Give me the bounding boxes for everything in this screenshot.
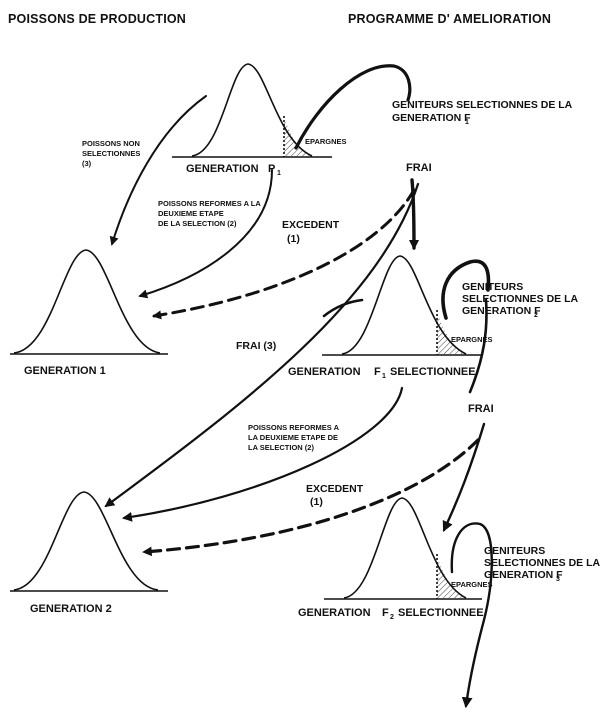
curve-generation-f2 [324,497,482,600]
reformes-f1-label: POISSONS REFORMES A LA DEUXIEME ETAPE DE… [248,423,340,452]
arrow-geniteurs-f3 [450,522,493,709]
geniteurs-f3-label: GENITEURS SELECTIONNES DE LA GENERATION … [484,545,600,583]
hatched-tail-f2 [437,556,466,598]
geniteurs-f1-label: GENITEURS SELECTIONNES DE LA GENERATION … [392,99,573,126]
arrow-frai-3 [104,182,420,508]
svg-text:GENERATION: GENERATION [186,163,259,175]
arrow-reformes-p1 [138,169,273,299]
svg-text:GENITEURS: GENITEURS [462,281,523,293]
generation-f1-label: GENERATION F 1 SELECTIONNEE [288,366,476,380]
svg-text:F: F [382,607,389,619]
frai-label-top: FRAI [406,162,432,174]
arrow-reformes-f1 [122,386,404,522]
svg-text:LA DEUXIEME ETAPE DE: LA DEUXIEME ETAPE DE [248,433,338,442]
svg-text:EXCEDENT: EXCEDENT [282,219,340,231]
arrow-f2-to-frai [468,298,488,394]
generation-1-label: GENERATION 1 [24,365,106,377]
svg-text:F: F [374,366,381,378]
svg-text:GENERATION: GENERATION [288,366,361,378]
svg-text:GENERATION F: GENERATION F [484,569,563,581]
generation-p1-label: GENERATION P 1 [186,163,281,177]
curve-generation-1 [10,249,168,355]
svg-text:LA SELECTION (2): LA SELECTION (2) [248,443,314,452]
frai-3-label: FRAI (3) [236,340,276,352]
epargnes-label-p1: EPARGNES [305,137,347,146]
geniteurs-f2-label: GENITEURS SELECTIONNES DE LA GENERATION … [462,281,579,319]
arrow-frai-to-f1 [408,178,420,251]
header-production: POISSONS DE PRODUCTION [8,12,186,26]
svg-text:(1): (1) [310,496,323,508]
svg-text:GENERATION: GENERATION [298,607,371,619]
svg-text:1: 1 [382,373,386,380]
svg-text:GENERATION F: GENERATION F [392,112,471,124]
generation-f2-label: GENERATION F 2 SELECTIONNEE [298,607,484,621]
excedent-label-2: EXCEDENT (1) [306,483,364,508]
svg-text:POISSONS NON: POISSONS NON [82,139,140,148]
svg-text:EXCEDENT: EXCEDENT [306,483,364,495]
svg-text:2: 2 [390,614,394,621]
svg-text:1: 1 [277,170,281,177]
frai-label-middle: FRAI [468,403,494,415]
epargnes-label-f2: EPARGNES [451,580,493,589]
excedent-label-1: EXCEDENT (1) [282,219,340,245]
svg-text:SELECTIONNES DE LA: SELECTIONNES DE LA [462,293,579,305]
svg-text:DE LA SELECTION (2): DE LA SELECTION (2) [158,219,237,228]
curve-generation-2 [10,491,168,592]
svg-text:SELECTIONNES DE LA: SELECTIONNES DE LA [484,557,600,569]
header-amelioration: PROGRAMME D' AMELIORATION [348,12,551,26]
curve-generation-f1 [322,255,482,356]
generation-2-label: GENERATION 2 [30,603,112,615]
arrow-geniteurs-f1 [294,64,412,150]
svg-text:GENITEURS SELECTIONNES DE LA: GENITEURS SELECTIONNES DE LA [392,99,573,111]
svg-text:POISSONS REFORMES A LA: POISSONS REFORMES A LA [158,199,261,208]
svg-text:SELECTIONNES: SELECTIONNES [82,149,140,158]
svg-text:DEUXIEME ETAPE: DEUXIEME ETAPE [158,209,224,218]
svg-text:P: P [268,163,275,175]
arrow-geniteurs-f2 [441,259,491,320]
arrow-excedent-1 [152,188,416,320]
arrow-non-selectionnes [109,95,207,246]
hatched-tail-p1 [284,118,312,156]
hatched-tail-f1 [437,312,466,354]
arrow-f1-stub [322,298,364,318]
svg-text:SELECTIONNEE: SELECTIONNEE [398,607,484,619]
svg-text:1: 1 [465,119,469,126]
svg-text:(1): (1) [287,233,300,245]
svg-text:3: 3 [556,576,560,583]
reformes-p1-label: POISSONS REFORMES A LA DEUXIEME ETAPE DE… [158,199,261,228]
svg-text:GENITEURS: GENITEURS [484,545,545,557]
curve-generation-p1 [172,63,332,158]
arrow-frai-to-f2 [442,422,486,532]
svg-text:POISSONS REFORMES A: POISSONS REFORMES A [248,423,340,432]
svg-text:GENERATION F: GENERATION F [462,305,541,317]
svg-text:2: 2 [534,312,538,319]
svg-text:SELECTIONNEE: SELECTIONNEE [390,366,476,378]
svg-text:(3): (3) [82,159,92,168]
arrow-excedent-2 [142,438,480,557]
epargnes-label-f1: EPARGNES [451,335,493,344]
non-selectionnes-label: POISSONS NON SELECTIONNES (3) [82,139,140,168]
